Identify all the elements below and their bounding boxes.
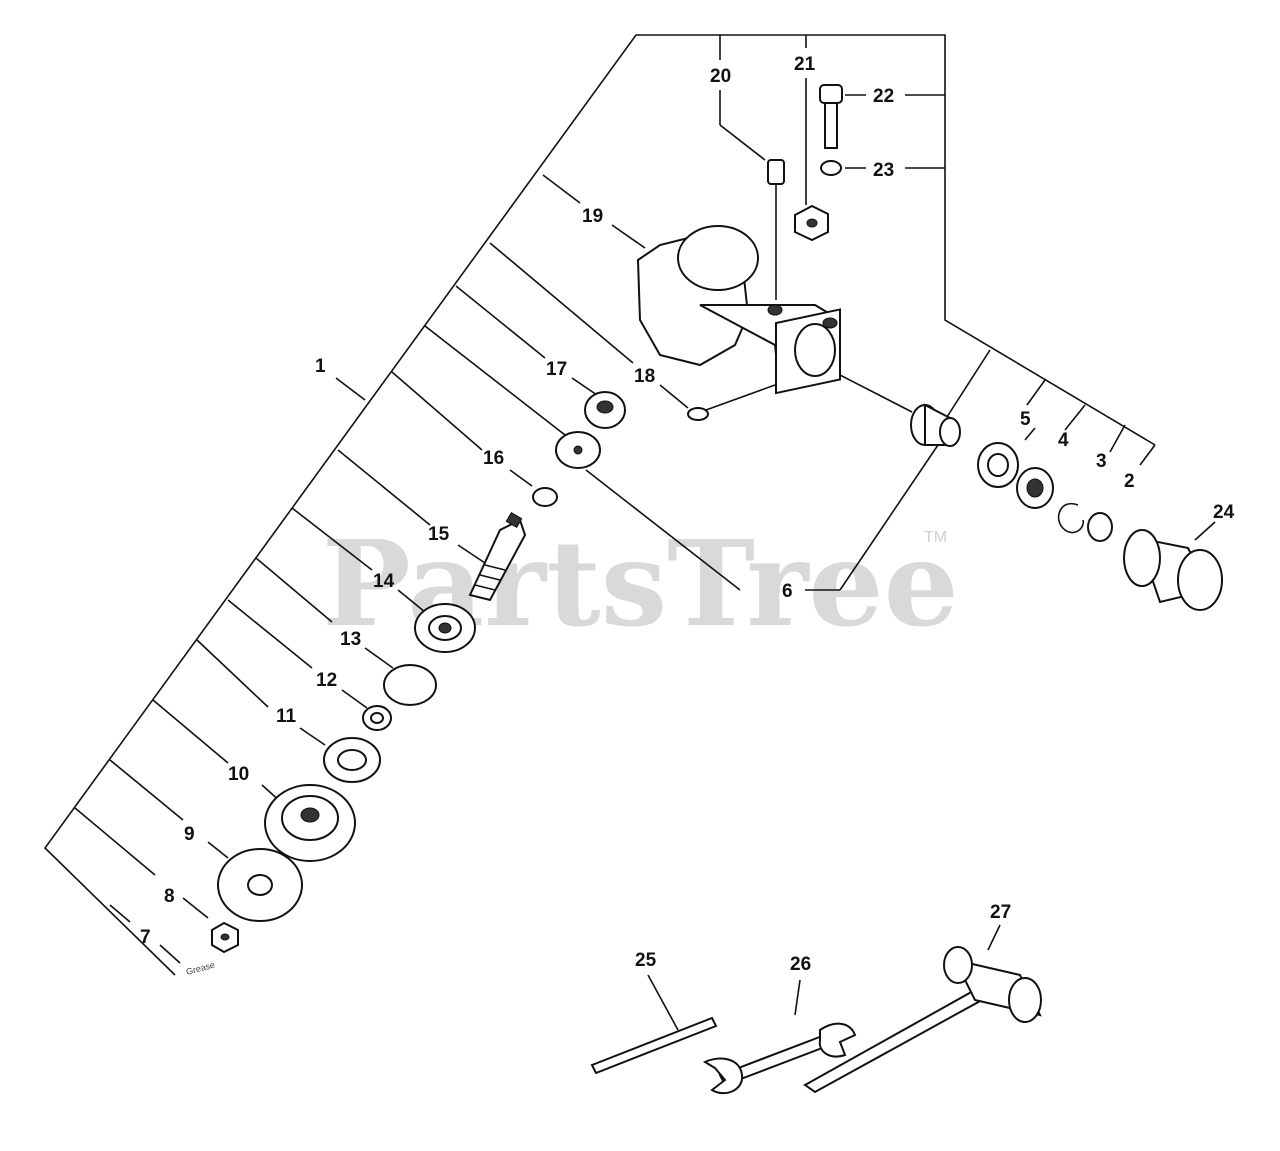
- gear-6-small: [555, 431, 601, 469]
- nut-17: [584, 391, 626, 429]
- part-label-20: 20: [710, 66, 731, 87]
- holder-10: [264, 784, 356, 862]
- part-labels: 1 2 3 4 5 6 7 8 9 10 11 12 13 14 15 16 1…: [140, 54, 1235, 975]
- part-label-21: 21: [794, 54, 816, 75]
- nut-21: [794, 204, 829, 242]
- bolt-22: [819, 84, 843, 149]
- snap-ring-13: [383, 664, 437, 706]
- part-label-23: 23: [873, 160, 894, 181]
- washer-23: [820, 160, 842, 176]
- spindle-15: [468, 511, 527, 602]
- part-label-10: 10: [228, 764, 249, 785]
- part-label-3: 3: [1096, 451, 1107, 472]
- collar-12: [362, 705, 392, 731]
- clip-3: [1057, 502, 1085, 534]
- part-label-7: 7: [140, 927, 151, 948]
- part-label-16: 16: [483, 448, 504, 469]
- bolt-20: [767, 159, 785, 300]
- part-label-4: 4: [1058, 430, 1069, 451]
- bearing-11: [323, 737, 381, 783]
- nut-8: [211, 921, 239, 954]
- sleeve-24: [1123, 529, 1223, 611]
- part-label-15: 15: [428, 524, 450, 545]
- washer-18: [687, 407, 709, 421]
- part-label-25: 25: [635, 950, 657, 971]
- part-label-13: 13: [340, 629, 361, 650]
- part-label-1: 1: [315, 356, 326, 377]
- ring-2: [1087, 512, 1113, 542]
- part-label-12: 12: [316, 670, 337, 691]
- part-label-26: 26: [790, 954, 811, 975]
- part-label-24: 24: [1213, 502, 1235, 523]
- part-label-6: 6: [782, 581, 793, 602]
- part-label-18: 18: [634, 366, 655, 387]
- part-label-5: 5: [1020, 409, 1031, 430]
- rod-25: [590, 1016, 718, 1075]
- part-label-14: 14: [373, 571, 395, 592]
- part-label-9: 9: [184, 824, 195, 845]
- part-label-8: 8: [164, 886, 175, 907]
- part-label-17: 17: [546, 359, 567, 380]
- collar-4: [1016, 467, 1054, 509]
- part-label-11: 11: [276, 706, 297, 727]
- wrench-26: [702, 1022, 857, 1095]
- plate-9: [217, 848, 303, 922]
- part-label-22: 22: [873, 86, 894, 107]
- gear-6-shaft: [910, 403, 961, 447]
- gear-housing: [636, 225, 841, 395]
- watermark-trademark: TM: [924, 529, 947, 546]
- grease-text: Grease: [185, 960, 216, 977]
- part-label-2: 2: [1124, 471, 1135, 492]
- leader-lines: [74, 78, 1216, 1031]
- t-wrench-27: [803, 946, 1042, 1094]
- assembly-frame: [43, 34, 1156, 976]
- bearing-5: [977, 442, 1019, 488]
- part-label-27: 27: [990, 902, 1011, 923]
- ring-16: [532, 487, 558, 507]
- part-label-19: 19: [582, 206, 603, 227]
- bearing-14: [414, 603, 476, 653]
